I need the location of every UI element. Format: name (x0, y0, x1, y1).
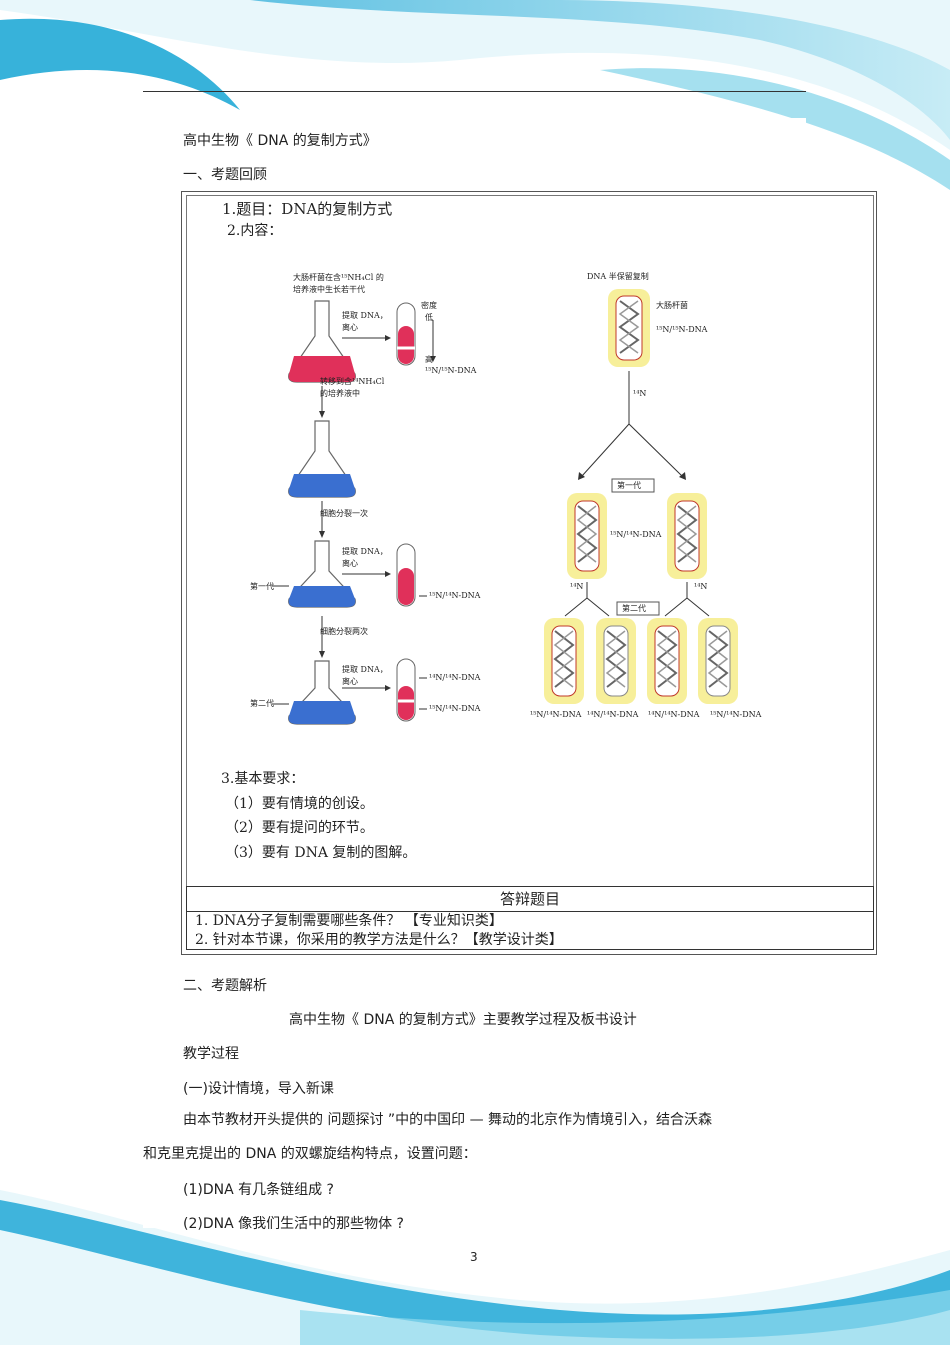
requirement-3: （3）要有 DNA 复制的图解。 (225, 845, 417, 861)
gen1-dna-left-icon (567, 493, 607, 579)
band-label-2: ¹⁵N/¹⁴N-DNA (429, 591, 481, 600)
divide-twice-label: 细胞分裂两次 (320, 627, 368, 636)
centrifuge-label-2: 离心 (342, 559, 358, 568)
transfer-label-1: 转移到含¹⁴NH₄Cl (320, 377, 385, 386)
fig-topic-line: 1.题目：DNA的复制方式 (222, 200, 393, 218)
n14-top-label: ¹⁴N (633, 389, 647, 398)
right-diagram-title: DNA 半保留复制 (587, 272, 649, 281)
extract-label-1: 提取 DNA， (342, 311, 388, 320)
gen2-dna-label-3: ¹⁴N/¹⁴N-DNA (648, 710, 700, 719)
page-number: 3 (470, 1250, 478, 1264)
fig-content-line: 2.内容： (227, 223, 283, 239)
step-1-heading: (一)设计情境，导入新课 (183, 1081, 334, 1097)
tube-3-icon (396, 658, 416, 722)
parent-dna-icon (608, 289, 650, 367)
gen1-dna-label: ¹⁵N/¹⁴N-DNA (610, 530, 662, 539)
fig-caption-2: 培养液中生长若干代 (293, 285, 365, 294)
figure-content: 1.题目：DNA的复制方式 2.内容： (186, 195, 874, 886)
flask-gen2-icon (288, 660, 356, 725)
requirement-1: （1）要有情境的创设。 (225, 796, 374, 812)
centrifuge-label-3: 离心 (342, 677, 358, 686)
flask-gen1-icon (288, 540, 356, 608)
gen2-dna-1-icon (544, 618, 584, 704)
density-low-label: 低 (425, 313, 433, 322)
teaching-process-label: 教学过程 (183, 1046, 239, 1062)
tube-2-icon (396, 543, 416, 607)
ecoli-label: 大肠杆菌 (656, 301, 688, 310)
gen1-dna-right-icon (667, 493, 707, 579)
bottom-wave-decoration (0, 1190, 950, 1345)
defense-questions-header: 答辩题目 (187, 887, 873, 912)
divide-once-label: 细胞分裂一次 (320, 509, 368, 518)
section-heading-2: 二、考题解析 (183, 978, 267, 994)
gen1-box-label: 第一代 (617, 481, 641, 490)
top-wave-decoration (0, 0, 950, 190)
question-1: (1)DNA 有几条链组成 ? (183, 1182, 334, 1198)
tube-1-icon (396, 302, 416, 366)
requirements-title: 3.基本要求： (221, 771, 305, 787)
requirement-2: （2）要有提问的环节。 (225, 820, 374, 836)
n14-right-label: ¹⁴N (694, 582, 708, 591)
section-subtitle: 高中生物《 DNA 的复制方式》主要教学过程及板书设计 (289, 1012, 637, 1028)
paragraph-line-1: 由本节教材开头提供的 问题探讨 ”中的中国印 — 舞动的北京作为情境引入，结合沃… (183, 1112, 713, 1128)
replication-diagram (272, 289, 738, 725)
paragraph-line-2: 和克里克提出的 DNA 的双螺旋结构特点，设置问题： (143, 1146, 477, 1162)
extract-label-2: 提取 DNA， (342, 547, 388, 556)
flask-red-icon (288, 300, 356, 383)
gen2-dna-3-icon (647, 618, 687, 704)
gen1-side-label: 第一代 (250, 582, 274, 591)
exam-figure: 1.题目：DNA的复制方式 2.内容： (181, 191, 877, 955)
gen2-dna-2-icon (596, 618, 636, 704)
defense-question-1: 1. DNA分子复制需要哪些条件？ 【专业知识类】 (195, 913, 503, 929)
section-heading-1: 一、考题回顾 (183, 167, 267, 183)
gen2-dna-4-icon (698, 618, 738, 704)
parent-dna-label: ¹⁵N/¹⁵N-DNA (656, 325, 708, 334)
n14-left-label: ¹⁴N (570, 582, 584, 591)
transfer-label-2: 的培养液中 (320, 389, 360, 398)
gen2-dna-label-2: ¹⁴N/¹⁴N-DNA (587, 710, 639, 719)
density-high-label: 高 (425, 355, 433, 364)
band-label-3: ¹⁴N/¹⁴N-DNA (429, 673, 481, 682)
header-rule (143, 91, 806, 92)
defense-question-2: 2. 针对本节课，你采用的教学方法是什么？【教学设计类】 (195, 932, 563, 948)
flask-blue-icon (288, 420, 356, 498)
defense-questions-table: 答辩题目 1. DNA分子复制需要哪些条件？ 【专业知识类】 2. 针对本节课，… (186, 886, 874, 950)
question-2: (2)DNA 像我们生活中的那些物体 ? (183, 1216, 404, 1232)
gen2-box-label: 第二代 (622, 604, 646, 613)
gen2-dna-label-4: ¹⁵N/¹⁴N-DNA (710, 710, 762, 719)
centrifuge-label-1: 离心 (342, 323, 358, 332)
density-label: 密度 (421, 301, 437, 310)
band-label-4: ¹⁵N/¹⁴N-DNA (429, 704, 481, 713)
gen2-dna-label-1: ¹⁵N/¹⁴N-DNA (530, 710, 582, 719)
gen2-side-label: 第二代 (250, 699, 274, 708)
extract-label-3: 提取 DNA， (342, 665, 388, 674)
doc-title: 高中生物《 DNA 的复制方式》 (183, 133, 377, 149)
fig-caption-1: 大肠杆菌在含¹⁵NH₄Cl 的 (293, 273, 384, 282)
band-label-1: ¹⁵N/¹⁵N-DNA (425, 366, 477, 375)
